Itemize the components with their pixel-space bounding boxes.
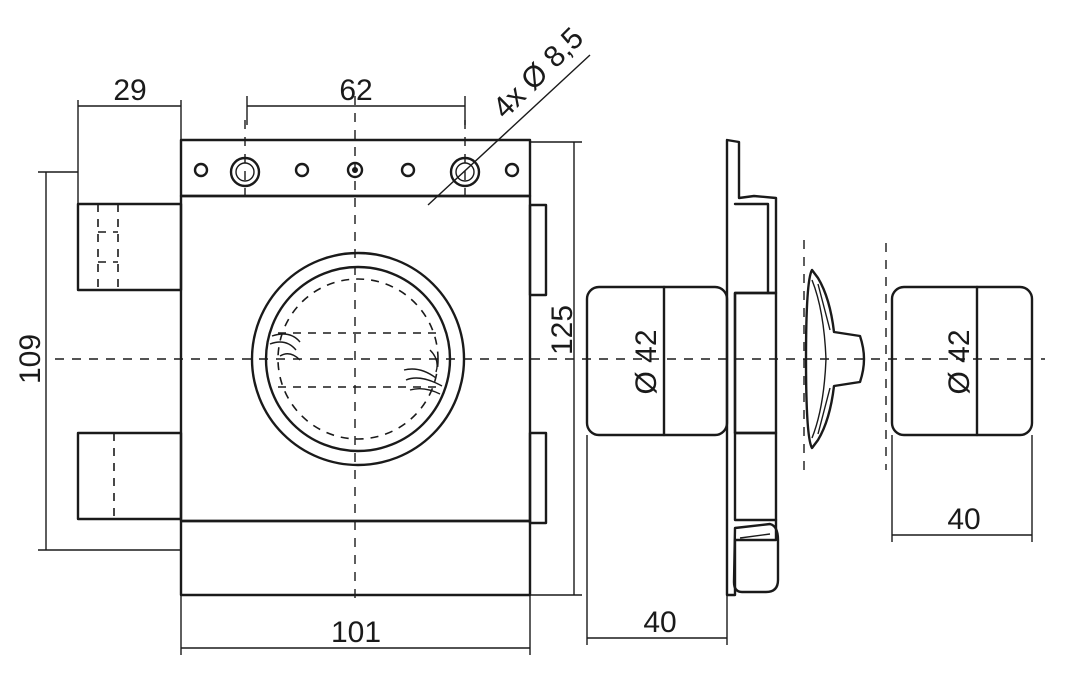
bolt-lower <box>76 431 183 521</box>
cylinder-body-right <box>890 285 1034 437</box>
dim-dia-right: Ø 42 <box>943 329 976 394</box>
dim-holes: 4x Ø 8,5 <box>487 21 591 125</box>
dim-pitch-62: 62 <box>339 74 372 107</box>
side-tab-upper <box>528 203 548 297</box>
flange-hole <box>294 162 310 178</box>
dimensions-front: 29 62 4x Ø 8,5 109 125 101 <box>14 21 591 655</box>
lock-front-view <box>55 96 1045 600</box>
lower-housing <box>732 522 780 594</box>
side-tab-lower <box>528 431 548 525</box>
cylinder-side-view: Ø 42 Ø 42 <box>585 138 1034 597</box>
center-hole <box>346 161 364 179</box>
dim-dia-left: Ø 42 <box>630 329 663 394</box>
flange-hole <box>400 162 416 178</box>
thumb-turn-rose <box>804 268 866 450</box>
dim-depth-40-left: 40 <box>643 606 676 639</box>
flange-hole <box>504 162 520 178</box>
dim-height-125: 125 <box>546 305 579 355</box>
flange-hole <box>193 162 209 178</box>
bolt-upper <box>76 202 183 292</box>
dim-height-109: 109 <box>14 334 47 384</box>
dim-depth-40-right: 40 <box>947 503 980 536</box>
dim-width-29: 29 <box>113 74 146 107</box>
dimensions-side: 40 40 <box>586 435 1033 645</box>
dim-width-101: 101 <box>331 616 381 649</box>
